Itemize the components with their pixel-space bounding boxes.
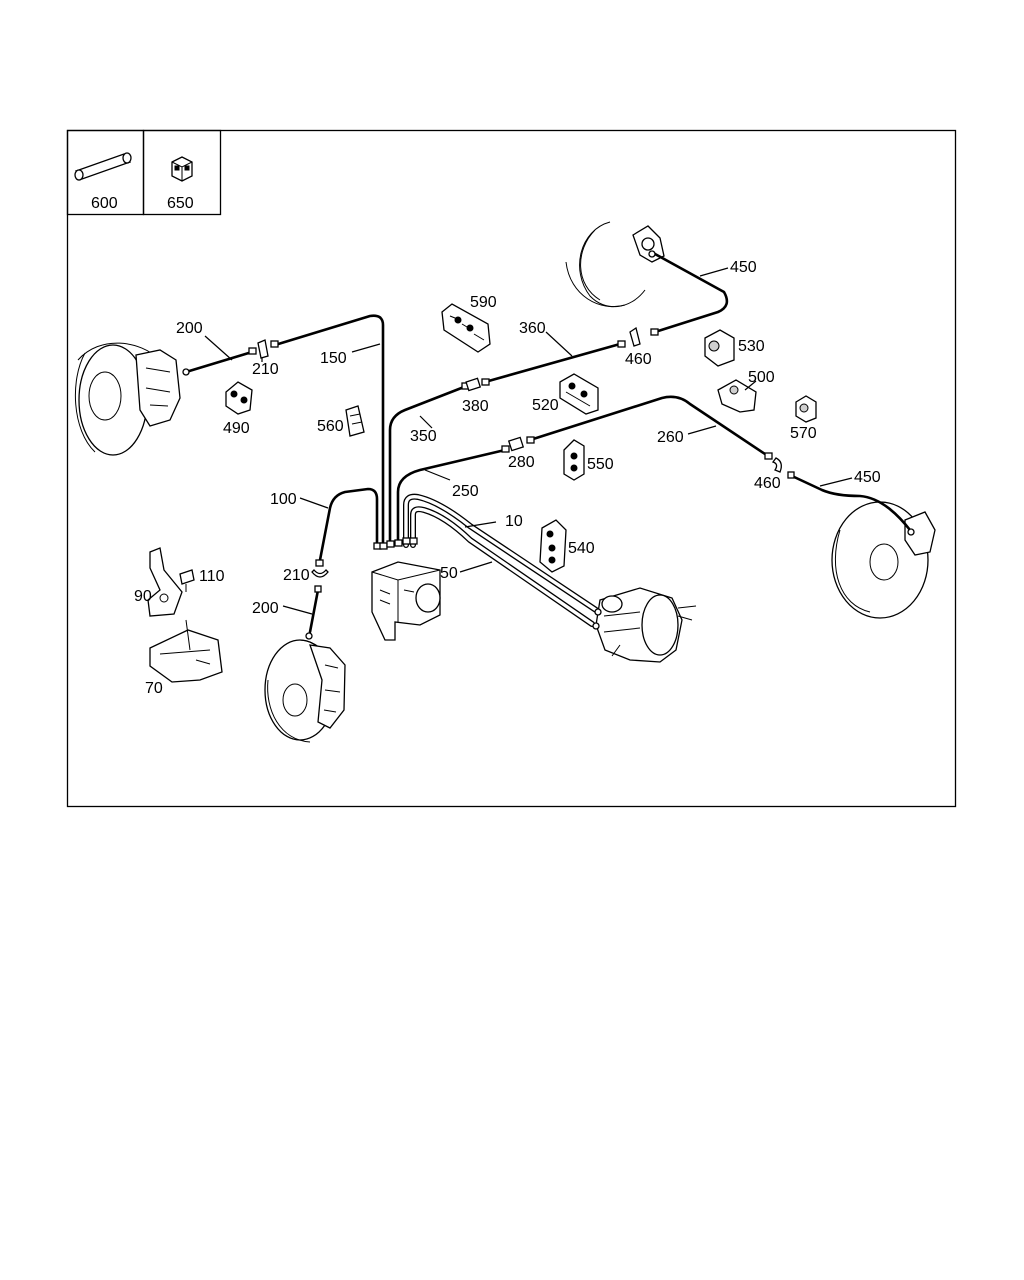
label-210-top[interactable]: 210: [252, 361, 279, 378]
label-250[interactable]: 250: [452, 483, 479, 500]
label-350[interactable]: 350: [410, 428, 437, 445]
brake-hose-200-front-right[interactable]: [308, 588, 320, 634]
label-380[interactable]: 380: [462, 398, 489, 415]
label-360[interactable]: 360: [519, 320, 546, 337]
legend-box-600[interactable]: 600: [66, 129, 145, 216]
label-520[interactable]: 520: [532, 397, 559, 414]
bracket-70[interactable]: [149, 619, 223, 683]
bolt-110[interactable]: [179, 569, 195, 592]
brake-line-360[interactable]: [483, 342, 622, 384]
label-70[interactable]: 70: [145, 680, 163, 697]
brake-booster-master-cylinder[interactable]: [592, 587, 697, 663]
label-210-bottom[interactable]: 210: [283, 567, 310, 584]
label-280[interactable]: 280: [508, 454, 535, 471]
clip-570[interactable]: [795, 395, 817, 423]
label-90[interactable]: 90: [134, 588, 152, 605]
clip-530[interactable]: [704, 329, 735, 367]
clip-520[interactable]: [559, 373, 599, 415]
label-450-bottom[interactable]: 450: [854, 469, 881, 486]
label-260[interactable]: 260: [657, 429, 684, 446]
abs-fittings: [373, 537, 418, 550]
bracket-90[interactable]: [147, 547, 183, 617]
label-450-top[interactable]: 450: [730, 259, 757, 276]
clip-560[interactable]: [345, 405, 365, 437]
brake-line-250[interactable]: [396, 448, 507, 547]
label-460-bottom[interactable]: 460: [754, 475, 781, 492]
label-200-top[interactable]: 200: [176, 320, 203, 337]
diagram-frame: [66, 129, 957, 808]
label-150[interactable]: 150: [320, 350, 347, 367]
label-550[interactable]: 550: [587, 456, 614, 473]
label-540[interactable]: 540: [568, 540, 595, 557]
label-110[interactable]: 110: [199, 568, 225, 585]
brake-hose-200-front-left[interactable]: [184, 350, 254, 374]
sleeve-tube-icon: [74, 152, 132, 181]
brake-hose-450-lower[interactable]: [790, 474, 912, 532]
leader-lines: [204, 267, 853, 615]
connector-280[interactable]: [507, 436, 525, 452]
label-50[interactable]: 50: [440, 565, 458, 582]
legend-label-600: 600: [91, 195, 118, 212]
label-460-top[interactable]: 460: [625, 351, 652, 368]
brake-line-350[interactable]: [388, 385, 466, 547]
abs-hydraulic-unit[interactable]: [371, 561, 441, 641]
legend-label-650: 650: [167, 195, 194, 212]
rear-right-brake-disc: [565, 221, 665, 308]
label-490[interactable]: 490: [223, 420, 250, 437]
clip-490[interactable]: [225, 381, 253, 415]
label-530[interactable]: 530: [738, 338, 765, 355]
label-10[interactable]: 10: [505, 513, 523, 530]
label-560[interactable]: 560: [317, 418, 344, 435]
label-590[interactable]: 590: [470, 294, 497, 311]
clip-590[interactable]: [441, 303, 491, 353]
clip-460-top[interactable]: [629, 326, 641, 347]
clip-460-bottom[interactable]: [771, 457, 782, 473]
connector-380[interactable]: [465, 377, 482, 392]
clip-550[interactable]: [563, 439, 585, 481]
part-number-labels: 10 50 70 90 100 110 150 200 200 210 210 …: [134, 259, 881, 697]
front-left-brake-disc: [74, 342, 181, 456]
label-100[interactable]: 100: [270, 491, 297, 508]
brake-line-150[interactable]: [273, 314, 385, 547]
brake-hose-450-upper[interactable]: [653, 252, 729, 334]
clip-210-bottom[interactable]: [311, 569, 329, 578]
cube-clip-icon: [171, 156, 193, 182]
label-570[interactable]: 570: [790, 425, 817, 442]
clip-540[interactable]: [539, 519, 567, 573]
label-500[interactable]: 500: [748, 369, 775, 386]
legend-box-650[interactable]: 650: [142, 129, 222, 216]
front-right-brake-disc: [264, 639, 346, 743]
label-200-bottom[interactable]: 200: [252, 600, 279, 617]
brake-line-100[interactable]: [318, 487, 379, 562]
clip-210-top[interactable]: [257, 339, 269, 359]
brake-line-260[interactable]: [528, 395, 770, 458]
